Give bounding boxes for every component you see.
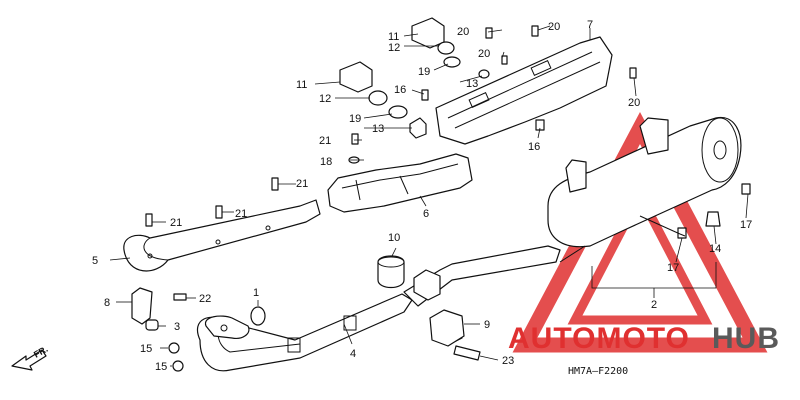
- callout: 19: [418, 66, 430, 78]
- stay-8: [131, 287, 153, 325]
- watermark-brand-2: HUB: [712, 322, 780, 355]
- nut-15-lower: [172, 360, 184, 372]
- stay-11-upper: [411, 17, 445, 49]
- callout: 11: [296, 79, 307, 91]
- clamp-9: [429, 309, 465, 347]
- callout: 16: [528, 141, 540, 153]
- callout: 15: [140, 343, 152, 355]
- grommet-12-upper: [437, 41, 455, 55]
- callout: 4: [350, 348, 356, 360]
- rear-pipe: [197, 293, 413, 372]
- watermark-text: AUTOMOTO HUB: [508, 322, 780, 355]
- callout: 21: [319, 135, 331, 147]
- callout: 2: [651, 299, 657, 311]
- callout: 8: [104, 297, 110, 309]
- callout: 10: [388, 232, 400, 244]
- stay-11-lower: [339, 61, 373, 93]
- nut-15-upper: [168, 342, 180, 354]
- callout: 17: [667, 262, 679, 274]
- heat-shield: [435, 36, 613, 145]
- callout: 21: [296, 178, 308, 190]
- callout: 20: [628, 97, 640, 109]
- direction-arrow: FR.: [11, 344, 50, 371]
- joint-10: [377, 255, 405, 289]
- callout: 12: [319, 93, 331, 105]
- callout: 23: [502, 355, 514, 367]
- callout: 18: [320, 156, 332, 168]
- callout: 15: [155, 361, 167, 373]
- callout: 17: [740, 219, 752, 231]
- exhaust-protector: [327, 153, 473, 213]
- gasket-1: [250, 306, 266, 326]
- callout: 14: [709, 243, 721, 255]
- callout: 13: [466, 78, 478, 90]
- callout-numbers: 1 2 3 4 5 6 7 8 9 10 11 11 12 12 13 13 1…: [92, 19, 752, 373]
- callout: 6: [423, 208, 429, 220]
- washer-19-upper: [443, 56, 461, 68]
- watermark-brand-1: AUTOMOTO: [508, 322, 690, 355]
- callout: 7: [587, 19, 593, 31]
- callout: 19: [349, 113, 361, 125]
- grommet-12-lower: [368, 90, 388, 106]
- washer-19-lower: [388, 105, 408, 119]
- callout: 12: [388, 42, 400, 54]
- callout: 13: [372, 123, 384, 135]
- callout: 1: [253, 287, 259, 299]
- callout: 3: [174, 321, 180, 333]
- callout: 9: [484, 319, 490, 331]
- callout: 20: [548, 21, 560, 33]
- callout: 20: [457, 26, 469, 38]
- callout: 22: [199, 293, 211, 305]
- callout: 5: [92, 255, 98, 267]
- callout: 21: [235, 208, 247, 220]
- callout: 11: [388, 31, 399, 43]
- front-pipe: [123, 199, 321, 272]
- callout: 16: [394, 84, 406, 96]
- callout: 21: [170, 217, 182, 229]
- collar-3: [145, 319, 159, 331]
- callout: 20: [478, 48, 490, 60]
- direction-label: FR.: [32, 344, 50, 360]
- diagram-code: HM7A—F2200: [568, 366, 628, 377]
- leader-lines: [109, 25, 749, 367]
